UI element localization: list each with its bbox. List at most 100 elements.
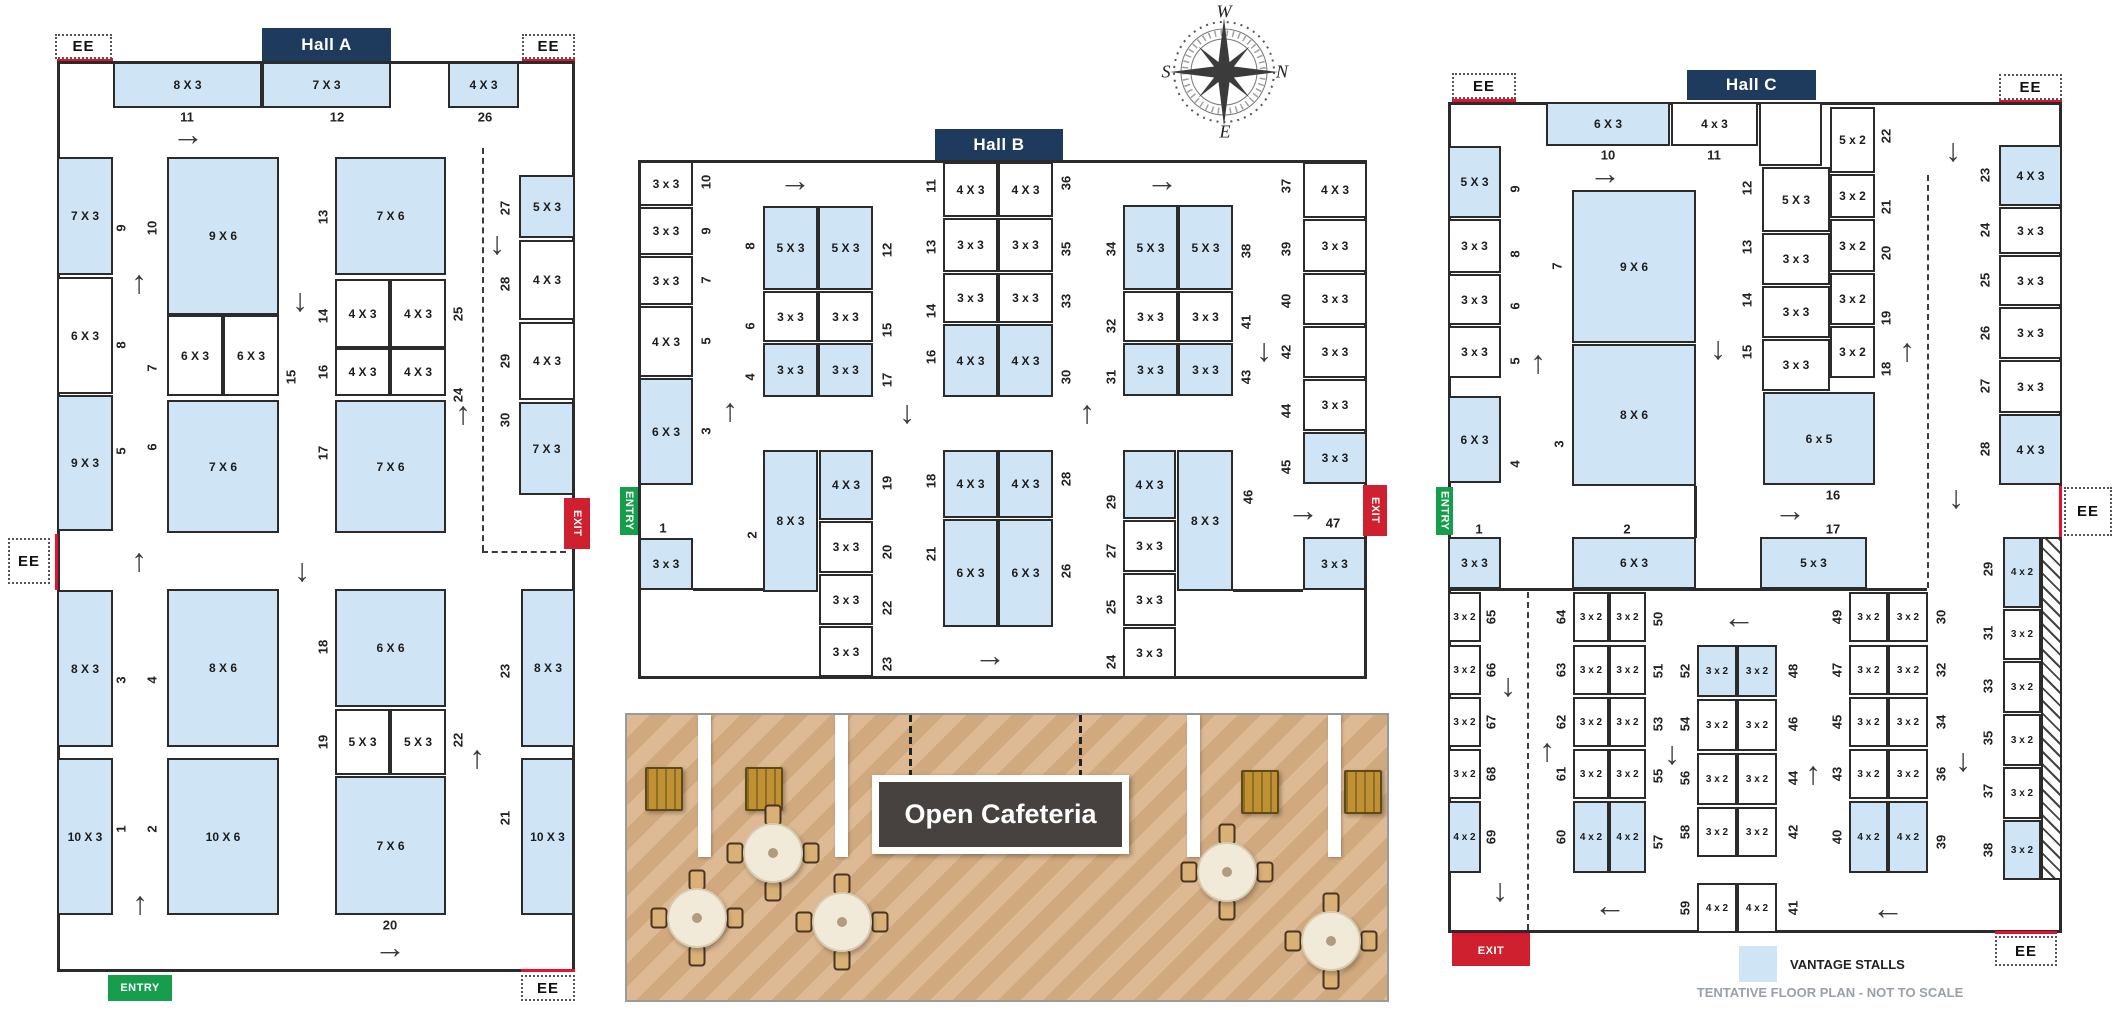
hall-a-stall: 4 X 3 <box>390 348 446 396</box>
hall-c-stall-number: 25 <box>1977 272 1993 288</box>
hall-c-stall-number: 43 <box>1829 766 1845 782</box>
dining-table-icon <box>1197 842 1257 902</box>
hall-c-stall-number: 10 <box>1600 147 1616 163</box>
hall-b-stall: 6 X 3 <box>943 519 998 627</box>
hall-b-stall: 3 x 3 <box>1123 573 1176 626</box>
hall-b-stall: 3 x 3 <box>763 291 818 342</box>
cafeteria-wall-partition <box>698 715 711 857</box>
hall-b-stall: 4 X 3 <box>998 450 1053 518</box>
hall-c-stall-number: 64 <box>1553 609 1569 625</box>
hall-c-stall: 3 x 2 <box>1573 592 1609 642</box>
hall-c-stall-number: 59 <box>1677 900 1693 916</box>
compass-west-label: W <box>1216 1 1232 22</box>
flow-arrow-up-icon: ↑ <box>469 739 485 775</box>
flow-arrow-right-icon: → <box>374 929 406 965</box>
hall-a-stall: 10 X 6 <box>167 758 279 915</box>
hall-b-stall: 6 X 3 <box>998 519 1053 627</box>
hall-b-stall: 3 x 3 <box>998 218 1053 272</box>
hall-a-stall: 4 X 3 <box>335 348 390 396</box>
hall-b-stall: 4 X 3 <box>819 450 873 520</box>
chair-icon <box>764 880 782 902</box>
hall-a-dashed-divider <box>482 148 484 551</box>
hall-b-stall: 4 X 3 <box>998 324 1053 397</box>
flow-arrow-down-icon: ↓ <box>1948 479 1964 515</box>
hall-c-stall: 3 x 2 <box>1609 697 1646 747</box>
hall-b-stall-number: 33 <box>1058 293 1074 309</box>
hall-b-stall-number: 19 <box>879 475 895 491</box>
hall-b-stall: 6 X 3 <box>639 378 693 485</box>
hall-a-ee-marker: EE <box>8 538 50 584</box>
chair-icon <box>795 911 813 933</box>
hall-c-stall-number: 16 <box>1825 487 1841 503</box>
hall-a-stall-number: 3 <box>113 676 129 684</box>
hall-c-stall: 3 x 2 <box>1888 697 1928 747</box>
hall-b-stall: 5 X 3 <box>1178 205 1233 290</box>
hall-a-stall: 10 X 3 <box>521 758 574 915</box>
hall-b-stall: 3 x 3 <box>818 343 873 397</box>
hall-a-stall-number: 16 <box>315 364 331 380</box>
hall-c-stall: 3 x 2 <box>2003 661 2041 713</box>
hall-c-stall: 3 x 2 <box>1737 753 1777 805</box>
hall-a-stall: 5 X 3 <box>335 709 390 775</box>
hall-a-stall-number: 9 <box>113 224 129 232</box>
hall-c-stall: 4 x 2 <box>1849 801 1888 873</box>
hall-c-hatched-area <box>2041 537 2062 880</box>
hall-c-stall: 3 x 3 <box>1448 219 1501 273</box>
flow-arrow-right-icon: → <box>974 637 1006 673</box>
hall-a-exit-marker: EXIT <box>564 498 590 549</box>
hall-b-stall-number: 40 <box>1278 293 1294 309</box>
hall-c-stall-number: 48 <box>1785 663 1801 679</box>
hall-c-stall-number: 7 <box>1549 262 1565 270</box>
hall-c-stall-number: 37 <box>1980 783 1996 799</box>
hall-c-stall-number: 66 <box>1483 662 1499 678</box>
hall-b-stall-number: 12 <box>879 242 895 258</box>
flow-arrow-down-icon: ↓ <box>1500 667 1516 703</box>
hall-b-stall: 3 x 3 <box>1123 343 1178 396</box>
hall-c-stall: 6 x 5 <box>1763 392 1875 485</box>
hall-c-stall-number: 1 <box>1475 521 1483 537</box>
hall-c-ee-marker: EE <box>1452 73 1516 99</box>
hall-b-stall-number: 3 <box>698 427 714 435</box>
hall-c-opening-line <box>1995 931 2057 934</box>
hall-c-stall-number: 4 <box>1507 460 1523 468</box>
hall-a-opening-line <box>521 969 575 972</box>
hall-b-stall-number: 43 <box>1238 369 1254 385</box>
hall-a-opening-line <box>55 534 58 590</box>
open-cafeteria-area: Open Cafeteria <box>625 713 1389 1002</box>
hall-c-ee-marker: EE <box>1999 74 2062 100</box>
hall-a-stall-number: 27 <box>497 200 513 216</box>
bench-icon <box>645 767 683 811</box>
compass-south-label: S <box>1161 61 1171 82</box>
compass-east-label: E <box>1219 121 1231 142</box>
sign-chain-icon <box>1079 715 1082 775</box>
hall-c-stall: 4 x 2 <box>1737 883 1777 933</box>
flow-arrow-up-icon: ↑ <box>1805 755 1821 791</box>
hall-b-stall-number: 22 <box>879 600 895 616</box>
hall-a-stall: 7 X 6 <box>335 776 446 915</box>
dining-table-icon <box>812 892 872 952</box>
hall-a-stall: 4 X 3 <box>519 322 575 400</box>
flow-arrow-right-icon: → <box>1287 492 1319 528</box>
hall-b-stall: 5 X 3 <box>818 206 873 290</box>
cafeteria-wall-partition <box>835 715 848 857</box>
hall-a-stall: 4 X 3 <box>390 279 446 348</box>
hall-c-stall-number: 12 <box>1739 180 1755 196</box>
chair-icon <box>1284 930 1302 952</box>
hall-c-stall: 3 x 2 <box>1448 645 1481 695</box>
hall-b-stall: 3 x 3 <box>818 291 873 342</box>
hall-c-opening-line <box>1999 99 2062 102</box>
hall-c-stall: 3 x 2 <box>1849 645 1888 695</box>
hall-b-wall <box>1233 589 1303 592</box>
hall-b-stall-number: 14 <box>923 303 939 319</box>
hall-c-stall-number: 67 <box>1483 714 1499 730</box>
hall-a-stall-number: 26 <box>477 109 493 125</box>
hall-c-stall-number: 9 <box>1507 185 1523 193</box>
hall-b-stall: 4 X 3 <box>1303 162 1367 218</box>
hall-c-stall-number: 44 <box>1785 770 1801 786</box>
hall-c-stall: 8 X 6 <box>1572 344 1696 486</box>
hall-b-entry-marker: ENTRY <box>620 487 638 535</box>
chair-icon <box>871 911 889 933</box>
flow-arrow-down-icon: ↓ <box>899 394 915 430</box>
hall-c-stall: 3 x 3 <box>1999 307 2062 359</box>
